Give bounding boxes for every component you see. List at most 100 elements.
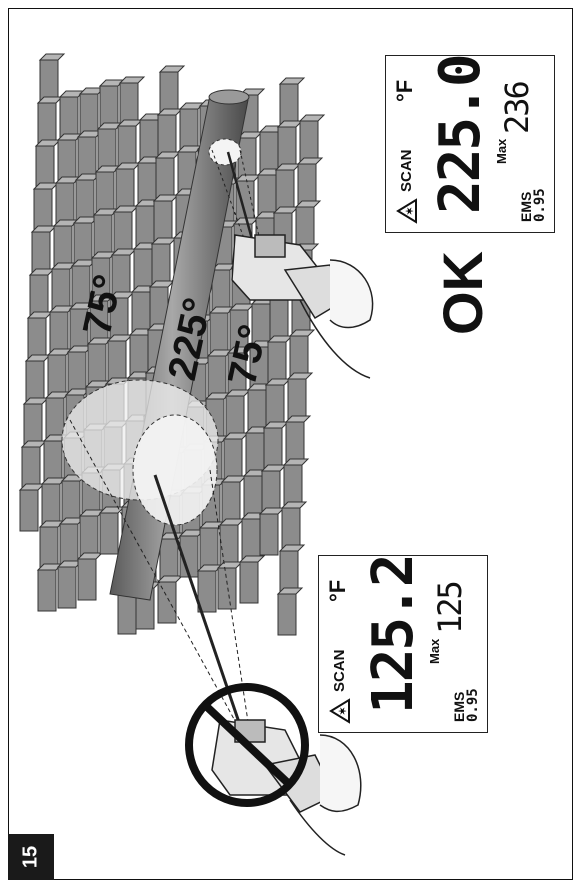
- verdict-ok: OK: [431, 251, 494, 335]
- brick: [37, 569, 57, 612]
- warning-triangle-icon: ✶: [396, 198, 417, 224]
- thermometer-top: [231, 234, 374, 379]
- brick: [77, 136, 97, 179]
- unit-label: °F: [392, 79, 417, 102]
- brick: [247, 389, 267, 432]
- brick: [73, 222, 93, 265]
- brick: [99, 512, 119, 555]
- brick: [239, 561, 259, 604]
- ems-value: 0.95: [465, 688, 481, 722]
- brick-top: [278, 544, 306, 552]
- warning-triangle-icon: ✶: [329, 698, 350, 724]
- brick: [151, 243, 171, 286]
- page-number: 15: [19, 845, 42, 869]
- brick: [157, 114, 177, 157]
- brick: [283, 464, 303, 507]
- measure-spot-large-pipe: [132, 414, 218, 526]
- brick-top: [296, 157, 324, 165]
- brick: [137, 162, 157, 205]
- brick-top: [276, 587, 304, 595]
- brick: [67, 351, 87, 394]
- brick: [57, 566, 77, 609]
- brick: [155, 157, 175, 200]
- brick: [265, 384, 285, 427]
- brick: [37, 102, 57, 145]
- brick: [41, 483, 61, 526]
- brick: [59, 523, 79, 566]
- brick-top: [280, 501, 308, 509]
- brick: [113, 211, 133, 254]
- brick-top: [282, 458, 310, 466]
- brick: [25, 360, 45, 403]
- brick: [277, 126, 297, 169]
- brick: [129, 334, 149, 377]
- brick: [99, 85, 119, 128]
- max-label: Max: [427, 638, 442, 664]
- brick: [139, 119, 159, 162]
- brick: [295, 206, 315, 249]
- brick: [287, 378, 307, 421]
- brick: [277, 593, 297, 636]
- brick: [117, 125, 137, 168]
- brick-top: [286, 372, 314, 380]
- brick: [133, 248, 153, 291]
- brick: [45, 397, 65, 440]
- brick-top: [38, 53, 66, 61]
- brick-top: [298, 114, 326, 122]
- brick: [107, 340, 127, 383]
- display-top: ✶ SCAN °F 225.0 Max 236 EMS 0.95: [385, 55, 555, 233]
- brick: [223, 438, 243, 481]
- brick: [35, 145, 55, 188]
- brick: [159, 71, 179, 114]
- display-bottom: ✶ SCAN °F 125.2 Max 125 EMS 0.95: [318, 555, 488, 733]
- brick-top: [238, 555, 266, 563]
- brick: [51, 268, 71, 311]
- brick: [237, 137, 257, 180]
- brick: [77, 558, 97, 601]
- brick: [131, 291, 151, 334]
- brick: [27, 317, 47, 360]
- brick-top: [294, 200, 322, 208]
- brick: [31, 231, 51, 274]
- brick: [279, 550, 299, 593]
- main-reading: 125.2: [361, 555, 426, 714]
- brick: [39, 59, 59, 102]
- brick: [93, 214, 113, 257]
- brick: [179, 108, 199, 151]
- brick: [53, 225, 73, 268]
- brick: [241, 518, 261, 561]
- brick-top: [158, 65, 186, 73]
- brick: [157, 581, 177, 624]
- brick: [117, 592, 137, 635]
- brick: [153, 200, 173, 243]
- brick: [33, 188, 53, 231]
- brick: [95, 171, 115, 214]
- brick: [263, 427, 283, 470]
- brick: [243, 475, 263, 518]
- brick: [199, 527, 219, 570]
- brick: [219, 524, 239, 567]
- brick: [47, 354, 67, 397]
- measure-spot-small: [208, 138, 242, 166]
- brick: [119, 82, 139, 125]
- brick: [79, 515, 99, 558]
- brick: [19, 489, 39, 532]
- brick: [225, 395, 245, 438]
- svg-text:✶: ✶: [338, 707, 349, 715]
- prohibition-icon: [185, 683, 309, 807]
- brick: [275, 169, 295, 212]
- brick: [59, 96, 79, 139]
- brick: [279, 83, 299, 126]
- brick-top: [284, 415, 312, 423]
- brick: [97, 128, 117, 171]
- brick: [257, 174, 277, 217]
- brick: [259, 131, 279, 174]
- brick: [221, 481, 241, 524]
- brick: [79, 93, 99, 136]
- brick: [217, 567, 237, 610]
- brick: [261, 470, 281, 513]
- svg-text:✶: ✶: [405, 207, 416, 215]
- brick: [159, 538, 179, 581]
- brick: [299, 120, 319, 163]
